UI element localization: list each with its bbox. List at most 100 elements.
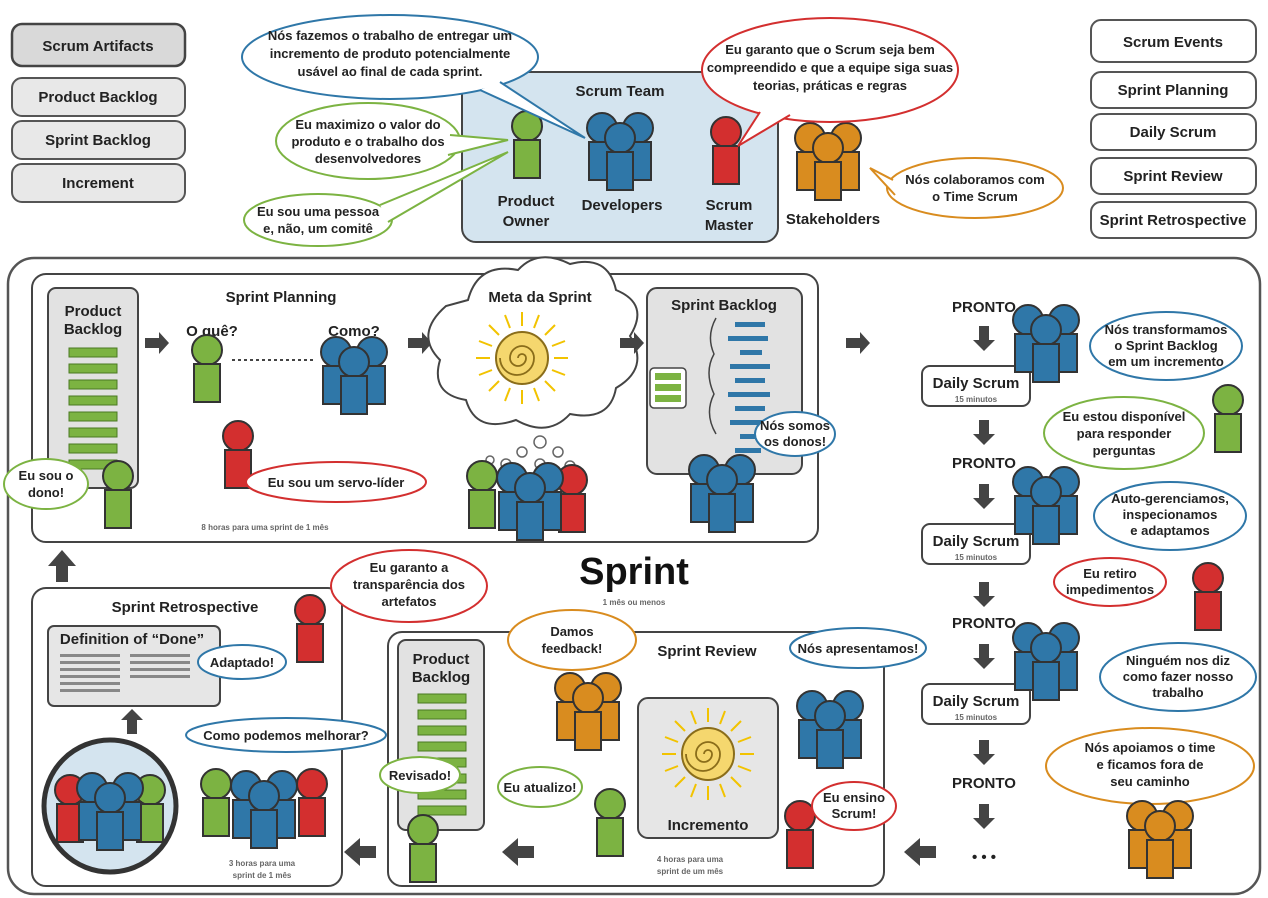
artifacts-title: Scrum Artifacts [42,38,153,55]
planning-what: O quê? [186,323,238,340]
review-duration-2: sprint de um mês [657,867,724,876]
product-owner-figure [511,110,543,179]
review-backlog-2: Backlog [412,669,470,686]
bubble-po-person-2: e, não, um comitê [263,221,373,236]
bubble-imp-2: impedimentos [1066,582,1154,597]
bubble-owners-2: os donos! [764,434,826,449]
bubble-imp-1: Eu retiro [1083,566,1137,581]
bubble-stake-1: Nós colaboramos com [905,172,1044,187]
daily-1-dur: 15 minutos [955,395,998,404]
developers-figure [587,113,653,190]
events-title: Scrum Events [1123,34,1223,51]
bubble-po-value-3: desenvolvedores [315,151,421,166]
done-4: PRONTO [952,775,1016,792]
retro-title: Sprint Retrospective [112,599,259,616]
goal-shell-icon [495,331,549,385]
daily-2: Daily Scrum [933,533,1020,550]
planning-how: Como? [328,323,380,340]
bubble-reviewed: Revisado! [379,756,461,794]
bubble-self-1: Auto-gerenciamos, [1111,491,1229,506]
events-panel: Scrum Events Sprint Planning Daily Scrum… [1090,19,1257,239]
artifact-increment: Increment [62,175,134,192]
sprint-title: Sprint [579,551,689,593]
bubble-po-value-2: produto e o trabalho dos [291,134,444,149]
bubble-transform-3: em um incremento [1108,354,1224,369]
done-3: PRONTO [952,615,1016,632]
bubble-teach: Eu ensino Scrum! [811,781,897,831]
bubble-transp-1: Eu garanto a [370,560,450,575]
bubble-update-text: Eu atualizo! [504,780,577,795]
daily-3: Daily Scrum [933,693,1020,710]
scrum-master-figure [710,116,742,185]
bubble-support: Nós apoiamos o time e ficamos fora de se… [1045,727,1255,878]
bubble-self-manage: Auto-gerenciamos, inspecionamos e adapta… [1093,481,1247,551]
artifact-sprint-backlog: Sprint Backlog [45,132,151,149]
review-increment: Incremento [668,817,749,834]
sm-label-2: Master [705,217,754,234]
daily-ellipsis: • • • [972,849,996,866]
done-1: PRONTO [952,299,1016,316]
bubble-po-owner: Eu sou o dono! [3,458,89,510]
event-sprint-planning: Sprint Planning [1118,82,1229,99]
retro-duration-1: 3 horas para uma [229,859,296,868]
bubble-transform-1: Nós transformamos [1105,322,1228,337]
bubble-teach-2: Scrum! [832,806,877,821]
bubble-stake-2: o Time Scrum [932,189,1018,204]
bubble-available: Eu estou disponível para responder pergu… [1043,384,1244,470]
bubble-support-2: e ficamos fora de [1097,757,1204,772]
bubble-feedback-1: Damos [550,624,593,639]
planning-title: Sprint Planning [226,289,337,306]
po-label-1: Product [498,193,555,210]
stakeholders-label: Stakeholders [786,211,880,228]
bubble-reviewed-text: Revisado! [389,768,451,783]
bubble-transparency: Eu garanto a transparência dos artefatos [330,549,488,623]
bubble-self-3: e adaptamos [1130,523,1209,538]
po-label-2: Owner [503,213,550,230]
planning-sprint-backlog: Sprint Backlog [671,297,777,314]
bubble-dev-line-3: usável ao final de cada sprint. [298,64,483,79]
sprint-duration: 1 mês ou menos [603,598,666,607]
bubble-nobody-1: Ninguém nos diz [1126,653,1231,668]
bubble-transp-2: transparência dos [353,577,465,592]
bubble-available-3: perguntas [1093,443,1156,458]
bubble-sm-line-1: Eu garanto que o Scrum seja bem [725,42,935,57]
bubble-stakeholders: Nós colaboramos com o Time Scrum [869,157,1064,219]
bubble-servant: Eu sou um servo-líder [245,461,427,503]
event-daily-scrum: Daily Scrum [1130,124,1217,141]
bubble-po-owner-2: dono! [28,485,64,500]
increment-shell-icon [681,727,735,781]
bubble-nobody-2: como fazer nosso [1123,669,1234,684]
bubble-update: Eu atualizo! [497,766,583,808]
bubble-transform: Nós transformamos o Sprint Backlog em um… [1089,311,1243,381]
event-sprint-retrospective: Sprint Retrospective [1100,212,1247,229]
sm-label-1: Scrum [706,197,753,214]
bubble-self-2: inspecionamos [1123,507,1218,522]
bubble-adapted-text: Adaptado! [210,655,274,670]
bubble-teach-1: Eu ensino [823,790,885,805]
retro-duration-2: sprint de 1 mês [233,871,292,880]
bubble-sm-line-3: teorias, práticas e regras [753,78,907,93]
daily-2-dur: 15 minutos [955,553,998,562]
bubble-scrum-master: Eu garanto que o Scrum seja bem compreen… [701,17,959,147]
team-title: Scrum Team [576,83,665,100]
bubble-po-person-1: Eu sou uma pessoa [257,204,380,219]
bubble-feedback: Damos feedback! [507,609,637,671]
bubble-owners-1: Nós somos [760,418,830,433]
bubble-po-value-1: Eu maximizo o valor do [295,117,440,132]
bubble-dev-line-1: Nós fazemos o trabalho de entregar um [268,28,512,43]
bubble-available-1: Eu estou disponível [1063,409,1186,424]
bubble-improve: Como podemos melhorar? [185,717,387,753]
bubble-po-person: Eu sou uma pessoa e, não, um comitê [243,151,509,247]
retro-dod: Definition of “Done” [60,631,204,648]
bubble-transp-3: artefatos [382,594,437,609]
bubble-feedback-2: feedback! [542,641,603,656]
bubble-improve-text: Como podemos melhorar? [203,728,368,743]
event-sprint-review: Sprint Review [1123,168,1223,185]
bubble-impediments: Eu retiro impedimentos [1053,557,1224,631]
planning-backlog-2: Backlog [64,321,122,338]
bubble-support-3: seu caminho [1110,774,1190,789]
bubble-present: Nós apresentamos! [789,627,927,669]
bubble-dev-line-2: incremento de produto potencialmente [270,46,511,61]
bubble-transform-2: o Sprint Backlog [1114,338,1217,353]
